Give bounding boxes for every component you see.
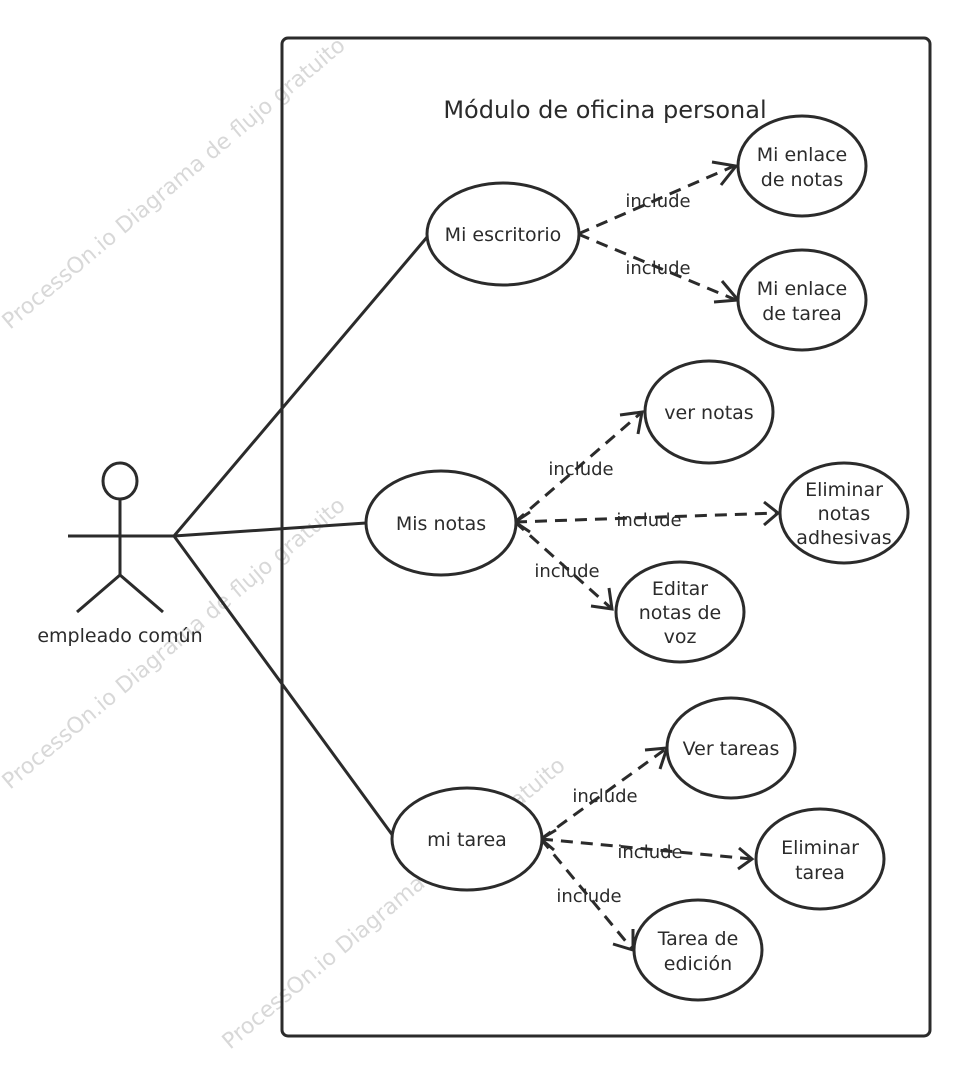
use-case-label: de tarea [762,303,842,325]
include-label: include [548,459,613,480]
include-label: include [556,886,621,907]
use-case-ver-tareas[interactable]: Ver tareas [665,696,797,800]
use-case-label: Mi escritorio [445,224,562,246]
use-case-label: edición [664,953,732,975]
include-edge: include [577,232,742,304]
use-case-tarea-de-edicion[interactable]: Tarea de edición [632,898,764,1002]
actor-leg-right [119,573,164,614]
use-case-mi-enlace-de-tarea[interactable]: Mi enlace de tarea [736,248,868,352]
use-case-label: Mis notas [396,513,486,535]
system-title: Módulo de oficina personal [443,96,766,124]
use-case-label: Mi enlace [757,278,848,300]
use-case-mi-tarea[interactable]: mi tarea [390,786,544,892]
use-case-mi-enlace-de-notas[interactable]: Mi enlace de notas [736,114,868,218]
use-case-label: notas de [639,602,721,624]
use-case-mis-notas[interactable]: Mis notas [364,469,518,577]
use-case-editar-notas-de-voz[interactable]: Editar notas de voz [614,560,746,664]
use-case-label: Ver tareas [683,738,780,760]
use-case-label: Eliminar [805,479,883,501]
association-mis-notas [173,521,367,538]
watermark-text: ProcessOn.io Diagrama de flujo gratuito [218,753,571,1055]
system-boundary [280,36,932,1038]
use-case-mi-escritorio[interactable]: Mi escritorio [425,181,581,287]
use-case-label: Mi enlace [757,144,848,166]
include-edge: include [513,520,614,611]
use-case-ver-notas[interactable]: ver notas [643,359,775,465]
include-edge: include [577,160,739,236]
include-edge: include [512,500,781,534]
include-label: include [534,561,599,582]
use-case-label: Eliminar [781,837,859,859]
include-label: include [625,191,690,212]
association-escritorio [172,235,430,537]
use-case-eliminar-notas-adhesivas[interactable]: Eliminar notas adhesivas [778,461,910,565]
actor-empleado[interactable]: empleado común [37,461,203,647]
use-case-label: de notas [761,169,843,191]
use-case-label: adhesivas [796,527,891,549]
use-case-label: voz [664,626,697,648]
use-case-label: ver notas [664,402,753,424]
association-mi-tarea [172,535,398,841]
include-label: include [616,510,681,531]
actor-label: empleado común [37,625,202,647]
use-case-label: tarea [795,862,845,884]
include-edge: include [538,828,755,871]
actor-leg-left [76,573,121,614]
use-case-label: Editar [652,578,708,600]
use-case-label: mi tarea [427,829,507,851]
watermark-text: ProcessOn.io Diagrama de flujo gratuito [0,33,350,335]
use-case-eliminar-tarea[interactable]: Eliminar tarea [754,807,886,911]
include-label: include [617,842,682,863]
use-case-label: Tarea de [657,928,739,950]
include-edge: include [514,410,644,524]
actor-head [101,461,139,501]
include-edge: include [540,746,670,841]
use-case-label: notas [818,503,871,525]
include-label: include [625,258,690,279]
include-label: include [572,786,637,807]
